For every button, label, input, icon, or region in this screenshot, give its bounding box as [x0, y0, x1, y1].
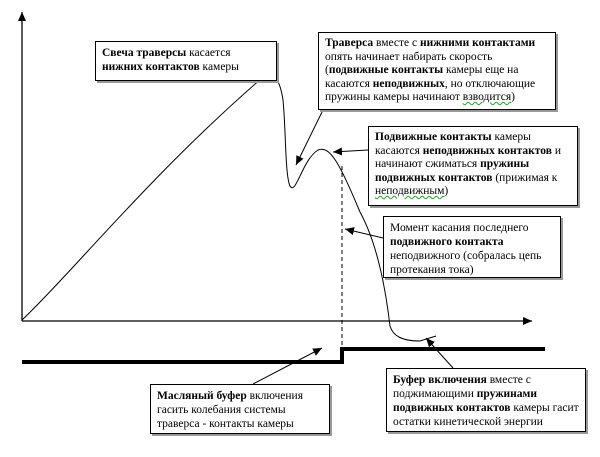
- note-buffer-t2: камеры гасит остатки кинетической энерги…: [393, 402, 579, 428]
- note-oil-b1: Масляный буфер: [157, 390, 247, 402]
- note-movable-t3: (прижимая к: [492, 171, 558, 184]
- note-buffer-b1: Буфер включения: [393, 374, 487, 386]
- arrow-traverse: [295, 111, 323, 166]
- note-moment-t2: неподвижного (собралась цепь протекания …: [390, 250, 542, 276]
- note-movable-b2: неподвижных контактов: [422, 144, 552, 157]
- note-candle-b2: нижних контактов: [102, 61, 200, 73]
- arrow-moment: [344, 227, 384, 239]
- note-movable-t1: камеры касаются: [375, 131, 531, 157]
- note-oil-t1: включения гасить колебания системы траве…: [157, 390, 304, 430]
- note-candle-t1: касается: [186, 47, 231, 59]
- note-candle-b1: Свеча траверсы: [102, 47, 187, 59]
- note-traverse-t4: , но отключающие пружины камеры начинают: [325, 77, 536, 104]
- note-buffer-b2: пружинами подвижных контактов: [393, 388, 538, 414]
- travel-curve: [21, 74, 437, 342]
- note-traverse-b4: неподвижных: [372, 77, 445, 90]
- note-moment-b1: подвижного контакта: [390, 236, 504, 248]
- note-movable-b3: пружины подвижных контактов: [375, 158, 530, 184]
- note-candle-t2: камеры: [199, 61, 239, 73]
- note-candle-touch: Свеча траверсы касается нижних контактов…: [95, 41, 277, 81]
- note-contact-moment: Момент касания последнего подвижного кон…: [383, 216, 561, 278]
- note-movable-contacts: Подвижные контакты камеры касаются непод…: [368, 126, 578, 206]
- note-movable-t4: ): [444, 185, 449, 197]
- note-closing-buffer: Буфер включения вместе с поджимающими пр…: [386, 368, 586, 432]
- note-movable-t2: и начинают сжиматься: [375, 144, 561, 171]
- note-traverse-t1: вместе с: [373, 37, 420, 49]
- arrow-oil-buffer: [252, 347, 323, 385]
- contact-signal: [22, 347, 545, 364]
- note-oil-buffer: Масляный буфер включения гасить колебани…: [150, 384, 330, 434]
- note-buffer-t1: вместе с поджимающими: [393, 374, 531, 400]
- note-movable-w1: неподвижным: [375, 185, 445, 197]
- note-moment-t1: Момент касания последнего: [390, 222, 529, 234]
- arrow-closing-buffer: [425, 337, 454, 369]
- note-traverse-w1: взводится: [462, 91, 512, 103]
- note-traverse-b1: Траверса: [325, 37, 374, 49]
- note-movable-b1: Подвижные контакты: [375, 131, 492, 143]
- note-traverse-speed: Траверса вместе с нижними контактами опя…: [318, 32, 556, 110]
- arrow-movable: [332, 147, 369, 156]
- note-traverse-t5: ): [511, 91, 515, 103]
- note-traverse-t2: опять начинает набирать скорость (: [325, 50, 493, 77]
- note-traverse-b2: нижними контактами: [419, 37, 536, 49]
- note-traverse-b3: подвижные контакты: [328, 64, 444, 76]
- note-traverse-t3: камеры еще на касаются: [325, 64, 519, 90]
